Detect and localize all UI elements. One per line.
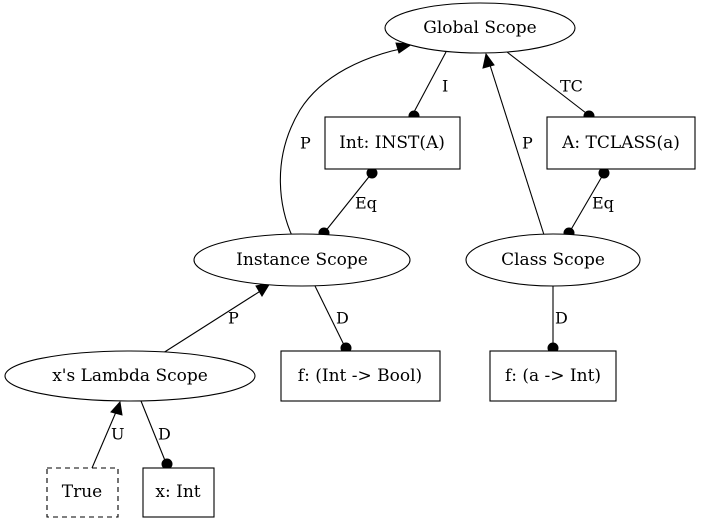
label-a-tclass: A: TCLASS(a) [561,133,680,153]
edge-label-d-class: D [555,309,568,328]
node-int-inst [324,116,461,170]
label-f-a-int: f: (a -> Int) [505,366,601,386]
label-class-scope: Class Scope [501,250,605,270]
label-global-scope: Global Scope [423,18,536,38]
arrowhead-class-global [482,52,495,69]
edge-true-to-lambda [91,411,117,469]
edge-label-tc: TC [560,77,583,96]
edge-int-inst-to-instance [323,172,373,234]
node-x-int [142,467,215,518]
edge-instance-to-global [279,47,406,239]
edge-label-u: U [111,425,124,444]
node-class-scope [465,233,641,287]
node-true [46,467,119,518]
edge-labels: I TC P P Eq Eq P D D U D [111,77,614,444]
label-x-int: x: Int [155,482,200,502]
edge-instance-to-f [314,285,346,348]
node-labels: Global Scope Int: INST(A) A: TCLASS(a) I… [52,18,680,502]
edge-lambda-to-x [140,400,167,464]
node-f-int-bool [280,350,441,402]
node-instance-scope [193,233,411,287]
edge-global-to-int-inst [413,51,447,113]
nodes [4,2,696,518]
edge-label-d-lambda: D [158,425,171,444]
edge-label-eq-inst: Eq [355,194,377,213]
edge-lambda-to-instance [162,289,263,354]
node-a-tclass [546,116,696,170]
arrowhead-true-lambda [110,400,123,416]
label-true: True [62,482,102,502]
edge-class-to-global [488,61,546,239]
node-global-scope [384,2,576,54]
label-f-int-bool: f: (Int -> Bool) [298,366,422,386]
node-f-a-int [489,350,617,402]
edge-label-d-instance: D [336,309,349,328]
edges [91,47,605,469]
edge-label-p-instance: P [300,134,311,153]
label-int-inst: Int: INST(A) [339,133,445,153]
label-lambda-scope: x's Lambda Scope [52,366,208,386]
edge-label-i: I [442,77,448,96]
label-instance-scope: Instance Scope [236,250,368,270]
edge-global-to-a-tclass [506,51,587,114]
edge-label-eq-class: Eq [592,194,614,213]
node-lambda-scope [4,350,256,402]
edge-label-p-lambda: P [228,309,239,328]
edge-label-p-class: P [522,134,533,153]
edge-a-tclass-to-class [568,172,605,234]
